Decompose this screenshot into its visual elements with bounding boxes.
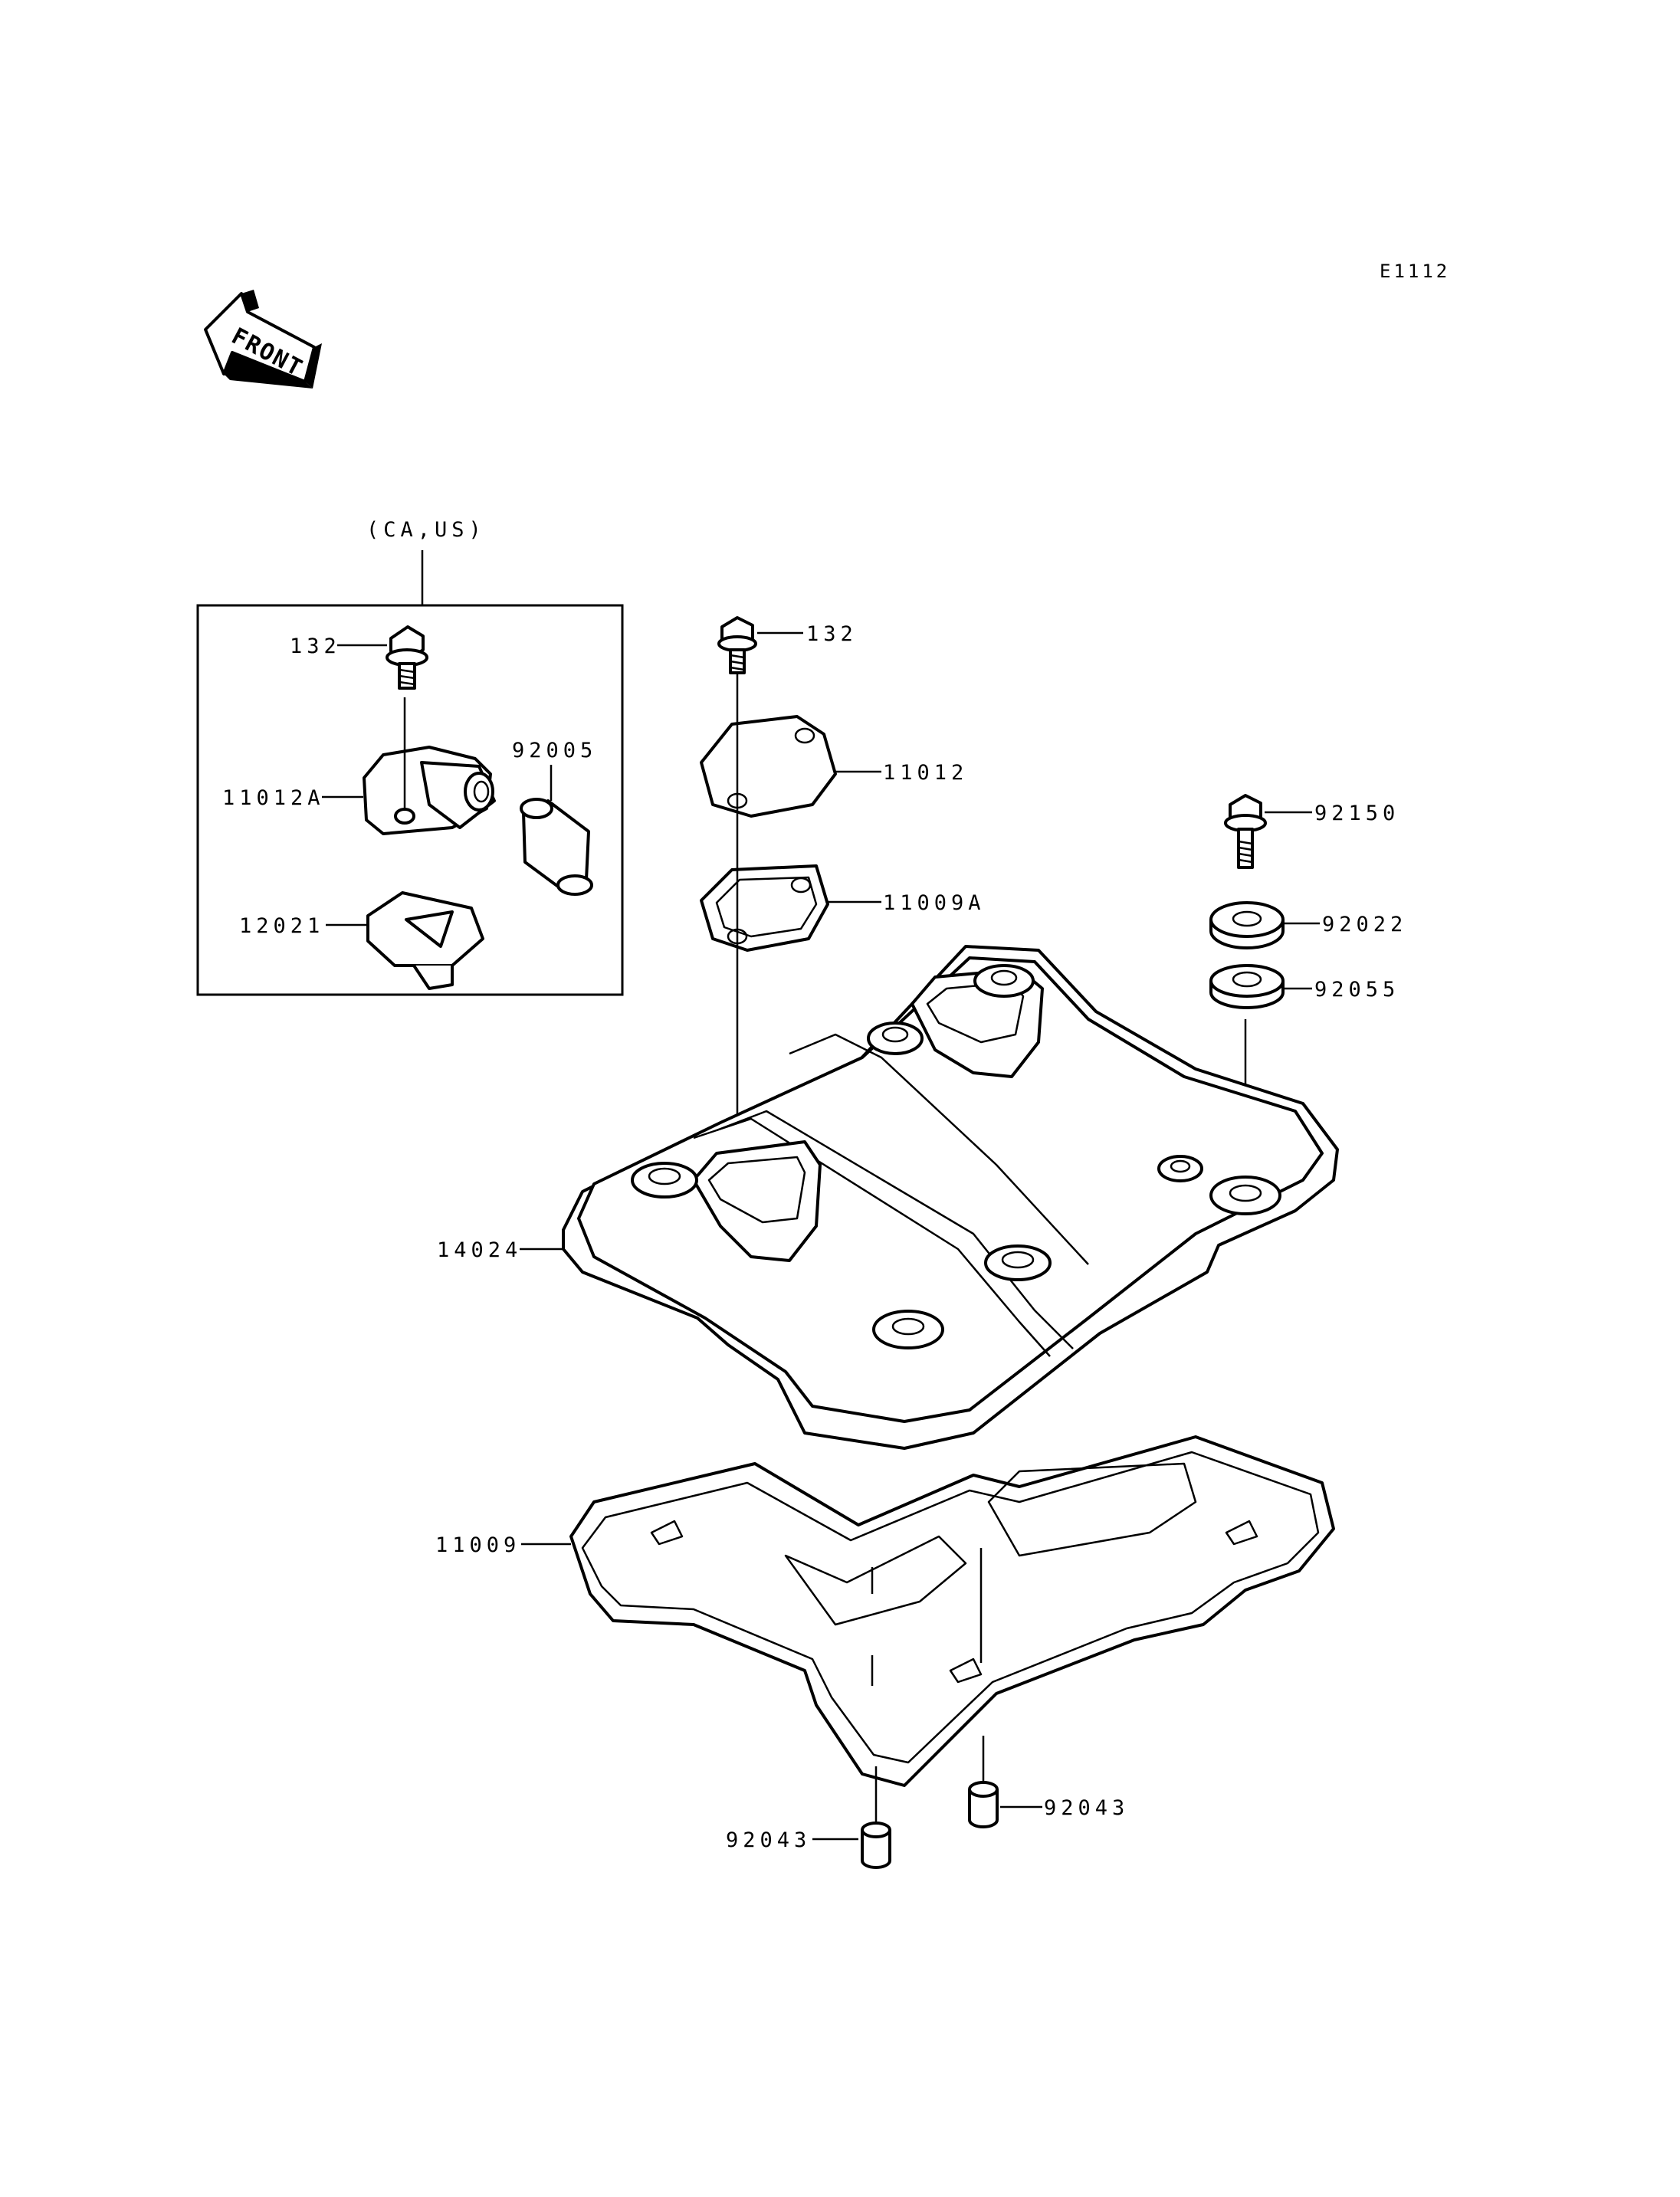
bolt-in-box-icon <box>386 625 428 690</box>
reference-code: E1112 <box>1380 261 1450 282</box>
label-breather-plate: 12021 <box>239 914 324 938</box>
front-arrow-icon: FRONT <box>204 290 322 389</box>
gasket-icon <box>569 1435 1335 1787</box>
bolt-top-icon <box>717 616 757 674</box>
label-dowel-left: 92043 <box>726 1828 811 1852</box>
variant-box-label: (CA,US) <box>366 518 486 542</box>
label-plug: 92005 <box>512 739 597 762</box>
dowel-right-icon <box>968 1781 999 1828</box>
grommet-icon <box>1209 964 1285 1009</box>
label-cover-a: 11012A <box>222 786 325 810</box>
bolt-right-icon <box>1224 794 1267 869</box>
breather-plate-icon <box>366 891 484 990</box>
label-gasket-a: 11009A <box>883 891 986 915</box>
label-bolt-right: 92150 <box>1314 802 1399 825</box>
label-grommet: 92055 <box>1314 978 1399 1002</box>
gasket-a-icon <box>700 864 829 952</box>
plug-icon <box>520 798 593 896</box>
label-gasket: 11009 <box>435 1533 520 1557</box>
cover-a-icon <box>363 697 496 835</box>
label-bolt-in-box: 132 <box>290 635 341 658</box>
dowel-left-icon <box>861 1822 891 1869</box>
cover-icon <box>700 715 837 818</box>
label-head-cover: 14024 <box>437 1238 522 1262</box>
label-bolt-top: 132 <box>806 622 858 646</box>
washer-icon <box>1209 901 1285 949</box>
label-cover: 11012 <box>883 761 968 785</box>
variant-box <box>196 604 624 996</box>
label-washer: 92022 <box>1322 913 1407 936</box>
label-dowel-right: 92043 <box>1044 1796 1129 1820</box>
head-cover-icon <box>562 945 1339 1450</box>
